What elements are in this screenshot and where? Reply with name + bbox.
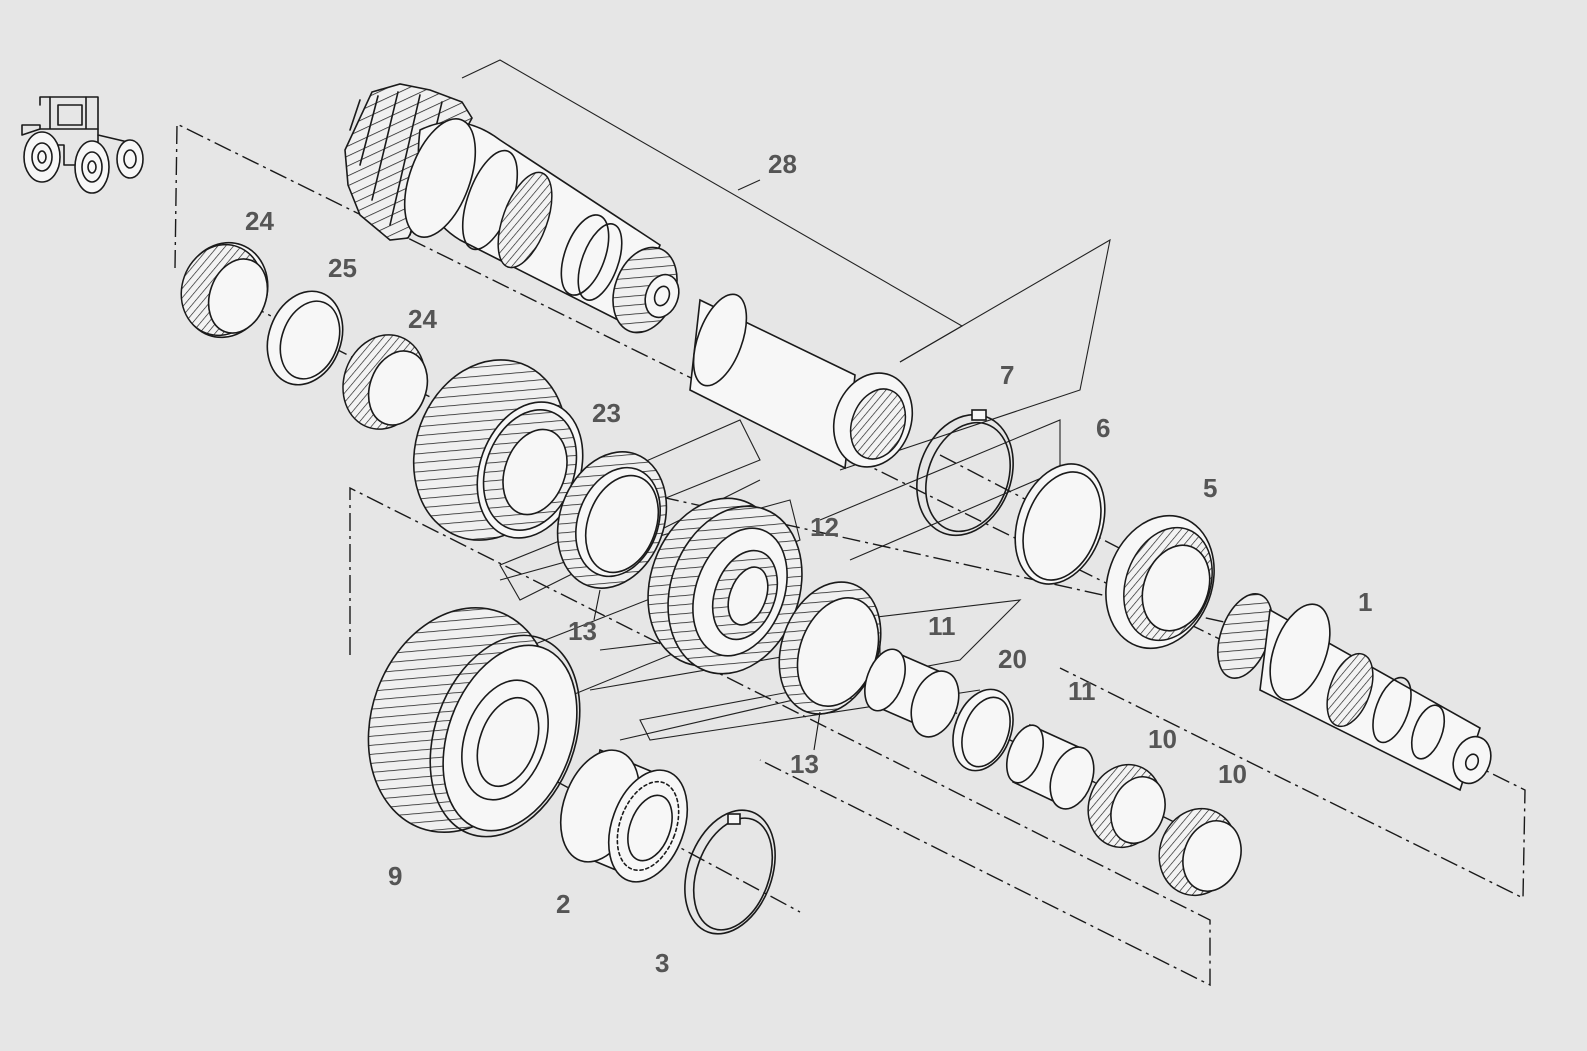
part-5-roller-bearing	[1105, 514, 1215, 650]
callout-10-b: 10	[1218, 759, 1247, 789]
part-13-synchro-ring-b	[778, 581, 882, 715]
part-7-circlip	[916, 409, 1014, 537]
callout-3: 3	[655, 948, 669, 978]
callout-23: 23	[592, 398, 621, 428]
part-24-needle-bearing-a	[180, 241, 269, 339]
part-10-needle-bearing-b	[1158, 807, 1242, 897]
callout-20: 20	[998, 644, 1027, 674]
callout-24-b: 24	[408, 304, 437, 334]
callout-28: 28	[768, 149, 797, 179]
callout-11-a: 11	[928, 611, 956, 641]
part-10-needle-bearing-a	[1087, 763, 1166, 849]
callout-13-a: 13	[568, 616, 597, 646]
part-28-sleeve	[689, 293, 914, 470]
callout-10-a: 10	[1148, 724, 1177, 754]
part-1-output-shaft	[1217, 593, 1492, 792]
part-11-bushing-a	[864, 648, 960, 738]
part-13-synchro-ring-a	[556, 451, 668, 589]
part-2-ball-bearing	[559, 748, 689, 883]
part-9-large-gear	[367, 607, 581, 838]
callout-24-a: 24	[245, 206, 274, 236]
callout-13-b: 13	[790, 749, 819, 779]
callout-7: 7	[1000, 360, 1014, 390]
part-20-ring	[952, 688, 1014, 772]
callout-1: 1	[1358, 587, 1372, 617]
part-23-gear	[412, 359, 584, 541]
callout-2: 2	[556, 889, 570, 919]
callout-9: 9	[388, 861, 402, 891]
part-12-synchro-hub	[647, 497, 803, 675]
part-24-needle-bearing-b	[342, 334, 429, 430]
part-25-spacer-ring	[266, 290, 344, 386]
callout-5: 5	[1203, 473, 1217, 503]
callout-12: 12	[810, 512, 839, 542]
callout-6: 6	[1096, 413, 1110, 443]
callout-25: 25	[328, 253, 357, 283]
callout-labels: 28 24 25 24 23 7 6 5 12 1 13 11 20 11 13…	[245, 149, 1372, 978]
callout-11-b: 11	[1068, 676, 1096, 706]
part-6-ring	[1014, 463, 1106, 585]
part-28-pinion-shaft	[344, 83, 680, 334]
part-11-bushing-b	[1005, 723, 1095, 810]
tractor-icon	[21, 96, 144, 194]
assembly-outline-upper	[174, 122, 1526, 900]
part-3-circlip	[684, 809, 776, 935]
leader-lines	[593, 589, 821, 751]
assembly-outline-lower	[349, 486, 1211, 987]
